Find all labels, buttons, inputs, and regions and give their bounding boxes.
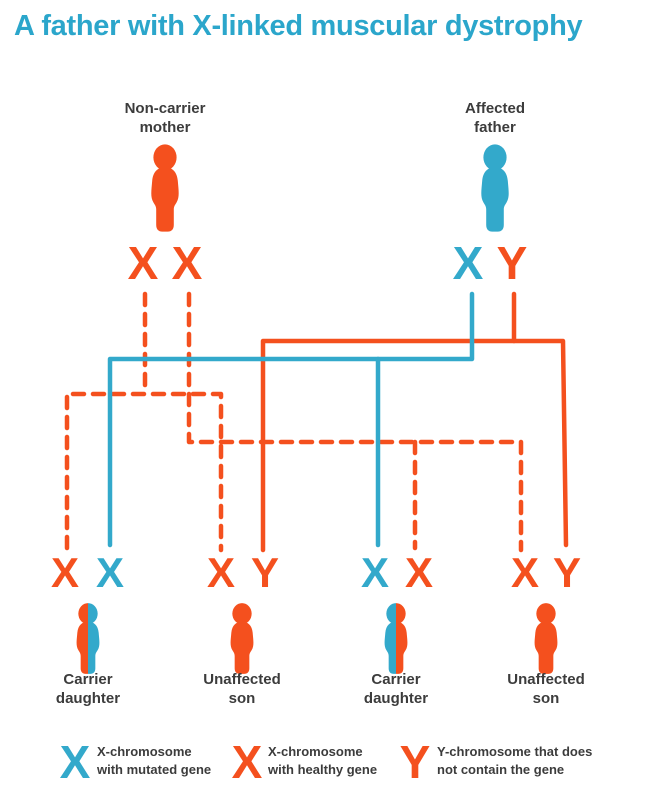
child2-y-letter: Y — [250, 549, 280, 596]
child1-x2-letter: X — [95, 549, 125, 596]
connection-mother-x1-to-child1-child2 — [64, 391, 224, 553]
child3-label: Carrier daughter — [364, 670, 428, 708]
child3-label-line1: Carrier — [371, 671, 421, 688]
child1-label-line2: daughter — [55, 690, 121, 707]
mother-label: Non-carrier mother — [125, 100, 206, 137]
mother-x1-letter: X — [127, 237, 159, 289]
legend-healthy-x-text: X-chromosome with healthy gene — [268, 743, 377, 778]
father-label: Affected father — [465, 100, 525, 137]
child1-label-line1: Carrier — [63, 671, 113, 688]
legend-y-line2: not contain the gene — [437, 761, 565, 777]
child2-figure-icon — [230, 603, 254, 674]
legend-y-text: Y-chromosome that does not contain the g… — [437, 743, 592, 778]
mother-figure-icon — [151, 144, 179, 232]
legend-mutated-x-icon: X — [59, 736, 91, 788]
legend-y-icon: Y — [399, 736, 431, 788]
child1-figure-icon — [76, 603, 100, 674]
child2-x-letter: X — [206, 549, 236, 596]
child2-label-line1: Unaffected — [203, 671, 281, 688]
legend-mutated-x-text: X-chromosome with mutated gene — [97, 743, 211, 778]
child4-label: Unaffected son — [507, 670, 585, 708]
child3-figure-icon — [384, 603, 408, 674]
legend-healthy-x-icon: X — [231, 736, 263, 788]
child1-label: Carrier daughter — [56, 670, 120, 708]
child3-x2-letter: X — [404, 549, 434, 596]
legend-mutated-x-line2: with mutated gene — [97, 761, 212, 777]
legend-mutated-x-line1: X-chromosome — [97, 744, 192, 759]
child4-label-line2: son — [532, 690, 560, 707]
mother-label-line1: Non-carrier — [124, 100, 206, 117]
mother-x2-letter: X — [171, 237, 203, 289]
child3-x1-letter: X — [360, 549, 390, 596]
legend-healthy-x-line2: with healthy gene — [268, 761, 378, 777]
child2-label-line2: son — [228, 690, 256, 707]
legend-y-line1: Y-chromosome that does — [437, 744, 593, 759]
child3-label-line2: daughter — [363, 690, 429, 707]
legend-healthy-x-line1: X-chromosome — [268, 744, 363, 759]
child4-y-letter: Y — [552, 549, 582, 596]
father-x-letter: X — [452, 237, 484, 289]
page-title: A father with X-linked muscular dystroph… — [14, 10, 583, 42]
connection-father-y-to-sons — [260, 338, 569, 553]
father-label-line1: Affected — [464, 100, 526, 117]
child2-label: Unaffected son — [203, 670, 281, 708]
mother-label-line2: mother — [139, 118, 191, 136]
child4-x-letter: X — [510, 549, 540, 596]
child1-x1-letter: X — [50, 549, 80, 596]
connection-father-x-to-daughters — [107, 291, 475, 548]
child4-label-line1: Unaffected — [507, 671, 585, 688]
father-figure-icon — [481, 144, 509, 232]
father-y-letter: Y — [496, 237, 528, 289]
child4-figure-icon — [534, 603, 558, 674]
father-label-line2: father — [474, 118, 516, 136]
